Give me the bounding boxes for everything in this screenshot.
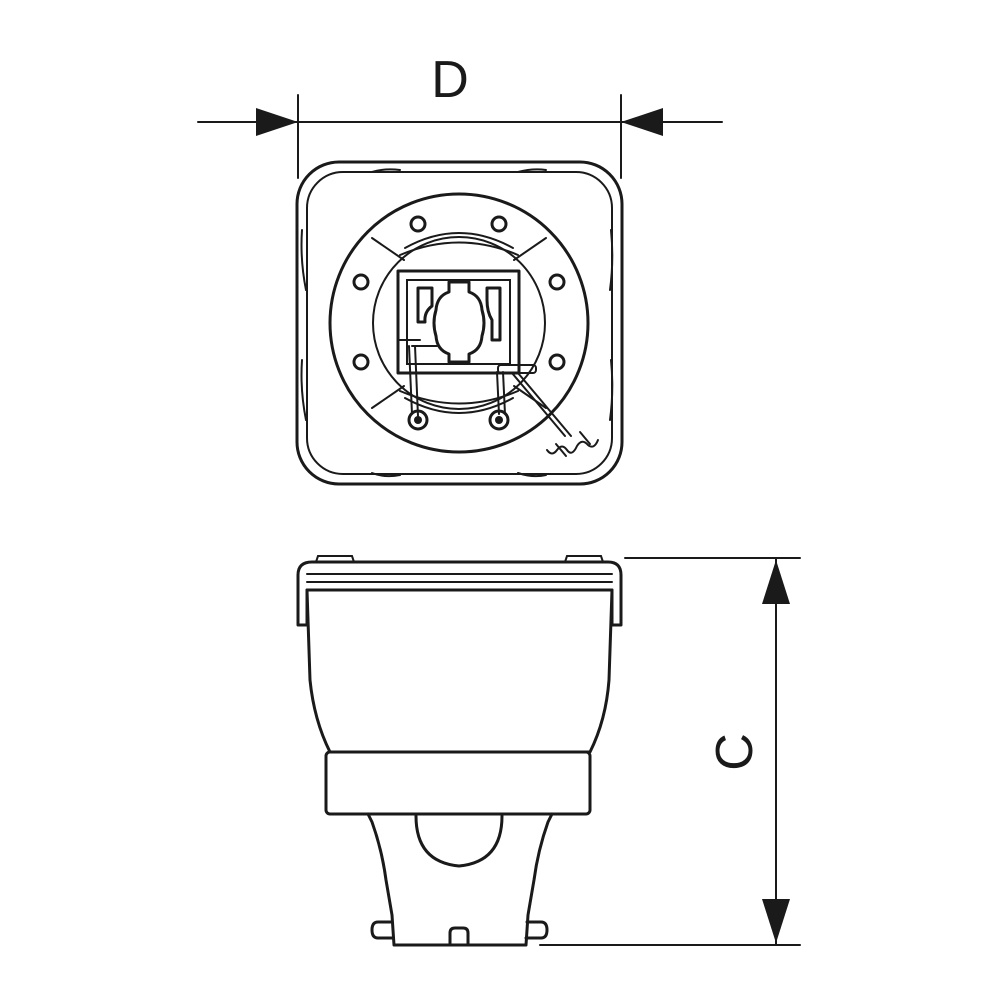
rim-tab-left <box>315 555 355 563</box>
edge-detail-top <box>371 168 401 173</box>
upper-arc <box>404 232 514 249</box>
dimension-label-c: C <box>706 733 764 771</box>
hole-icon <box>490 215 508 233</box>
top-rim <box>296 560 623 627</box>
edge-detail-right <box>609 229 614 291</box>
hole-icon <box>548 353 566 371</box>
width-dimension: D <box>197 51 723 179</box>
edge-detail-left <box>300 229 307 291</box>
diag-tl <box>371 237 405 261</box>
ignition-lead-2 <box>517 372 572 437</box>
edge-detail-left-2 <box>300 359 307 421</box>
arrowhead-top <box>762 560 790 604</box>
inner-housing <box>306 171 613 475</box>
mounting-holes <box>352 215 566 371</box>
outer-housing <box>295 160 624 486</box>
lower-arc <box>404 397 514 414</box>
reflector-circle <box>328 192 590 454</box>
edge-detail-bottom <box>371 472 401 478</box>
reflector-inner-circle <box>372 236 546 410</box>
ignitor-coil <box>546 439 599 455</box>
edge-detail-bottom-2 <box>517 472 547 478</box>
ignition-lead <box>511 372 566 437</box>
socket-window <box>414 814 504 868</box>
terminal-pin-center <box>414 416 422 424</box>
edge-detail-top-2 <box>517 168 547 173</box>
lead-right-2 <box>502 371 506 415</box>
burner-frame <box>396 269 521 375</box>
burner-frame-inner <box>406 279 511 365</box>
hole-icon <box>548 273 566 291</box>
upper-arc-inner <box>399 241 519 256</box>
diag-tr <box>513 237 547 261</box>
hole-icon <box>409 215 427 233</box>
hole-icon <box>352 273 370 291</box>
lead-left <box>414 345 419 417</box>
arrowhead-left <box>256 108 298 136</box>
arc-tube <box>432 280 486 364</box>
lead-right <box>496 371 500 415</box>
socket-neck <box>366 812 554 947</box>
terminal-pin-center <box>495 416 503 424</box>
base-key <box>448 926 470 947</box>
height-dimension: C <box>539 557 801 946</box>
arrowhead-bottom <box>762 899 790 943</box>
top-view <box>295 160 624 486</box>
arrowhead-right <box>621 108 663 136</box>
ignitor-ticks <box>555 431 591 457</box>
base-pin-right <box>524 920 549 940</box>
edge-detail-right-2 <box>609 359 614 421</box>
rim-tab-right <box>564 555 604 563</box>
side-view <box>296 555 623 947</box>
dimension-label-d: D <box>431 51 469 109</box>
diag-bl <box>371 385 405 409</box>
terminal-pin-icon <box>407 409 429 431</box>
hole-icon <box>352 353 370 371</box>
electrode-right <box>485 286 502 342</box>
base-pin-left <box>370 920 395 940</box>
collar <box>324 750 592 816</box>
reflector-body <box>305 588 614 754</box>
electrode-left <box>416 286 434 324</box>
diag-br <box>513 385 547 409</box>
lead-left-2 <box>408 345 413 415</box>
terminal-pin-icon <box>488 409 510 431</box>
